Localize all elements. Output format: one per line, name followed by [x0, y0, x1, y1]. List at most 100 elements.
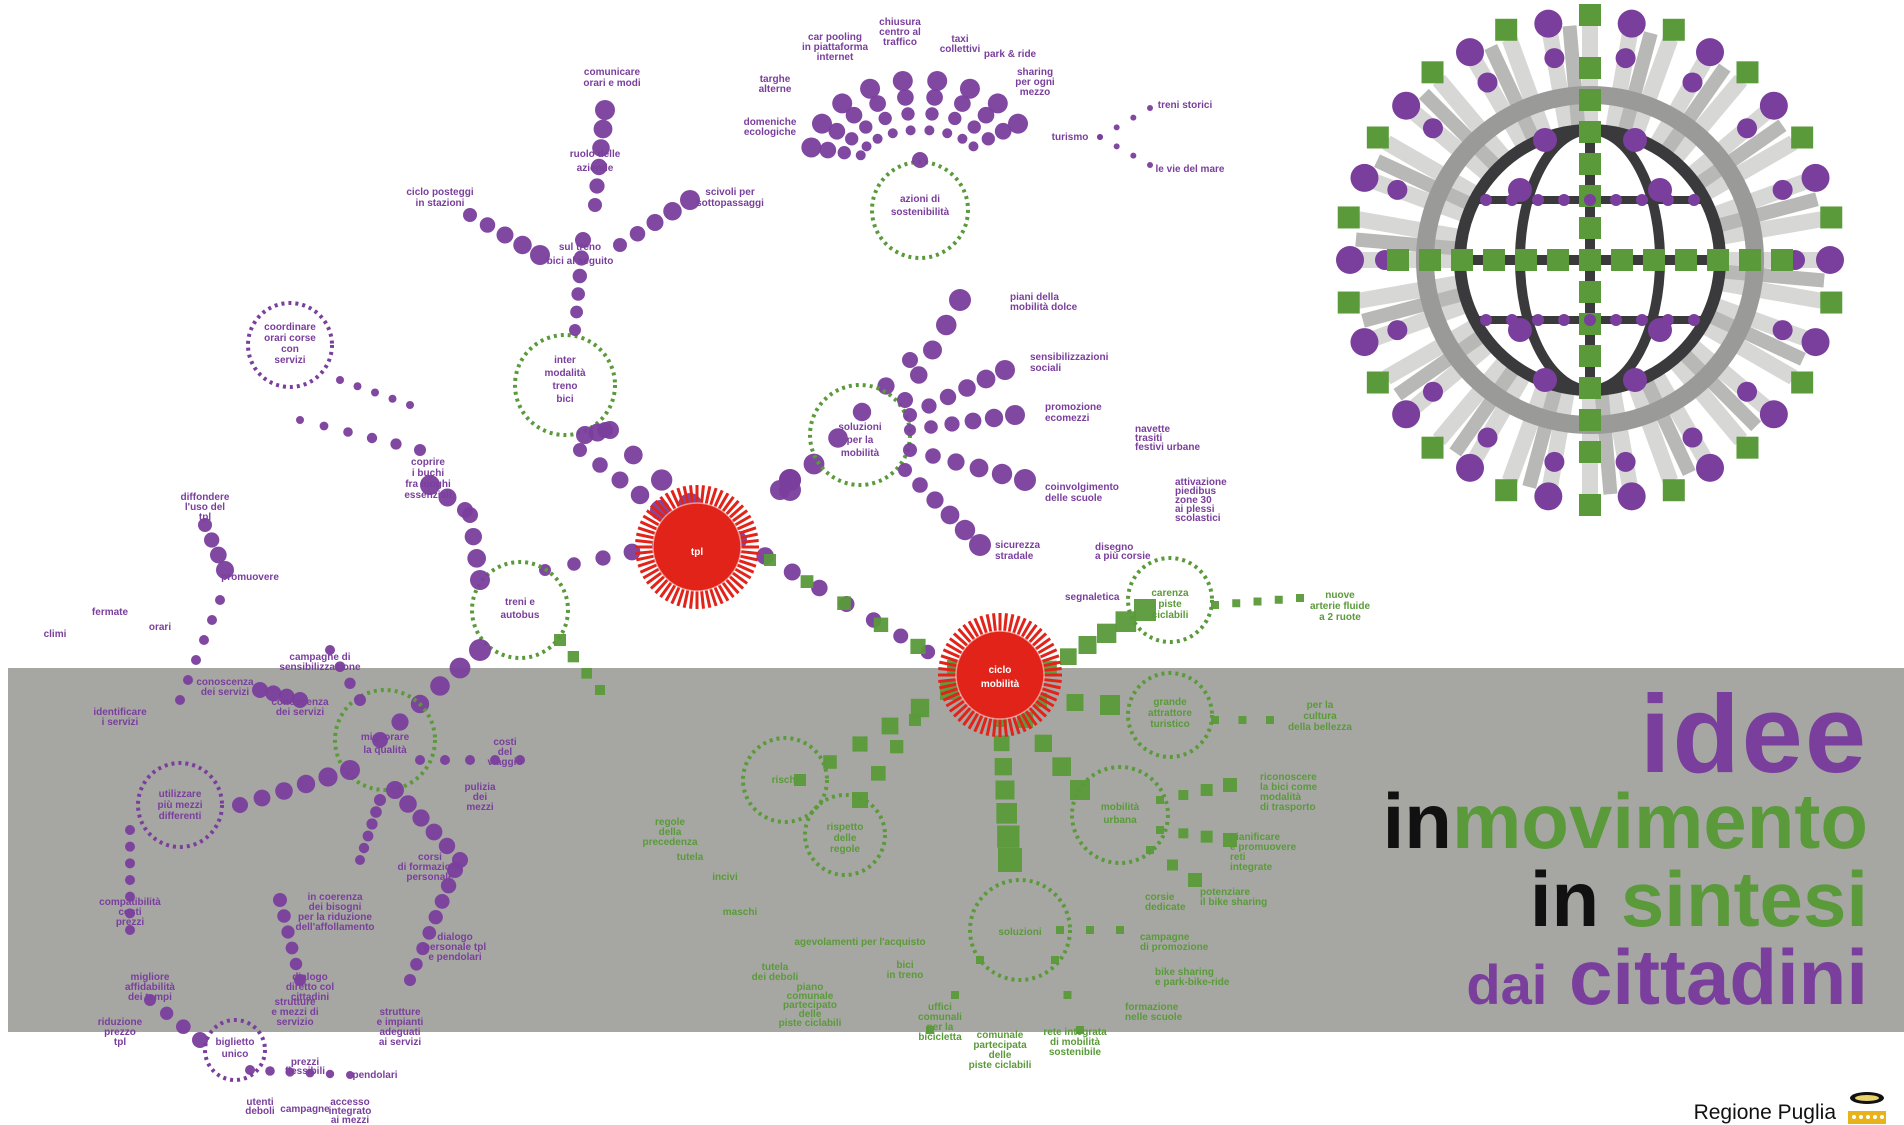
title-line-1: idee: [1639, 673, 1868, 796]
turismo-dot: [1097, 134, 1103, 140]
assistenza-dot: [285, 941, 299, 955]
globe-mid-dot: [1387, 179, 1408, 200]
solmob-dot: [926, 491, 944, 509]
globe-ray-dark: [1708, 263, 1825, 288]
leaf-treni-storici: treni storici: [1158, 100, 1213, 111]
solmob-dot: [991, 463, 1013, 485]
assistenza-dot: [277, 909, 291, 923]
grandi-sq: [1266, 716, 1274, 724]
treni-dot: [449, 657, 471, 679]
globe-ray: [1676, 102, 1776, 189]
solmob-dot: [995, 360, 1015, 380]
solmob-dot: [921, 398, 937, 414]
globe-outer-dot: [1534, 9, 1563, 38]
soluzioni-sq: [926, 1026, 934, 1034]
migliorare-dot: [318, 767, 338, 787]
globe-mid-dot: [1737, 118, 1758, 139]
solmob-dot: [947, 453, 965, 471]
globe-axis-square: [1579, 89, 1601, 111]
globe-axis-square: [1579, 409, 1601, 431]
grandi-sq: [1238, 716, 1247, 724]
globe-ray-dark: [1695, 304, 1806, 366]
sul-treno-dot: [663, 202, 682, 221]
ciclo-sq: [881, 717, 899, 735]
treni-dot: [420, 475, 440, 495]
azioni-fan-dot: [878, 111, 892, 126]
globe-outer-square: [1662, 18, 1685, 41]
azioni-fan-dot: [860, 78, 881, 99]
tpl-right-dot: [803, 453, 825, 475]
migliorare-dot: [370, 806, 382, 818]
node-coordinare-ring: [246, 301, 334, 389]
diffondere-dot: [210, 546, 227, 564]
node-rischi-ring: [741, 736, 829, 824]
globe-outer-square: [1820, 206, 1843, 229]
diffondere-dot: [204, 532, 220, 548]
hub-link-dot: [893, 628, 909, 644]
globe-outer-dot: [1456, 38, 1484, 67]
globe-outer-dot: [1392, 91, 1421, 120]
azioni-fan-dot: [977, 106, 995, 124]
globe-parallel-dot: [1688, 194, 1700, 206]
soluzioni-sq: [1116, 926, 1124, 934]
node-mobilita-urbana-ring: [1070, 765, 1170, 865]
globe-ray-dark: [1634, 365, 1696, 476]
treni-sq: [581, 668, 592, 679]
globe-axis-square: [1579, 121, 1601, 143]
solmob-dot: [904, 424, 916, 436]
coordinare-dot: [406, 401, 414, 409]
azioni-fan-dot: [845, 132, 859, 146]
sul-treno-dot: [479, 217, 496, 233]
globe-equator-square: [1483, 249, 1505, 271]
hub-link-square: [764, 554, 776, 566]
tpl-branch-dot: [567, 557, 581, 571]
azioni-fan-dot: [819, 141, 837, 159]
leaf-tutela: tutela: [677, 852, 704, 863]
regione-emblem-icon: [1848, 1092, 1886, 1124]
regione-logo: Regione Puglia: [1694, 1089, 1890, 1125]
carenza-sq: [1296, 594, 1304, 602]
treni-dot: [372, 732, 388, 748]
globe-ray: [1366, 293, 1480, 348]
utilizzare-dot: [125, 825, 135, 835]
ciclo-sq: [823, 755, 837, 769]
ciclo-sq: [1078, 636, 1097, 654]
biglietto-dot: [245, 1065, 255, 1075]
globe-outer-square: [1736, 436, 1759, 459]
ciclo-sq: [910, 698, 930, 718]
coordinare-dot: [353, 382, 362, 391]
globe-equator-square: [1675, 249, 1697, 271]
globe-ray: [1676, 331, 1776, 418]
ciclo-sq: [1060, 648, 1077, 665]
treni-dot: [457, 502, 473, 518]
globe-outer-dot: [1534, 482, 1563, 511]
migliorare-dot: [465, 755, 475, 765]
ruolo-dot: [592, 139, 610, 157]
migliorare-dot: [252, 682, 268, 698]
utilizzare-dot: [125, 841, 135, 852]
ruolo-dot: [593, 119, 613, 139]
ciclo-sq: [997, 825, 1020, 848]
title-line-4a: dai: [1466, 953, 1548, 1016]
globe-ray: [1661, 346, 1748, 446]
globe-parallel-dot: [1636, 194, 1648, 206]
globe-outer-square: [1579, 494, 1601, 516]
migliorare-dot: [490, 755, 500, 765]
